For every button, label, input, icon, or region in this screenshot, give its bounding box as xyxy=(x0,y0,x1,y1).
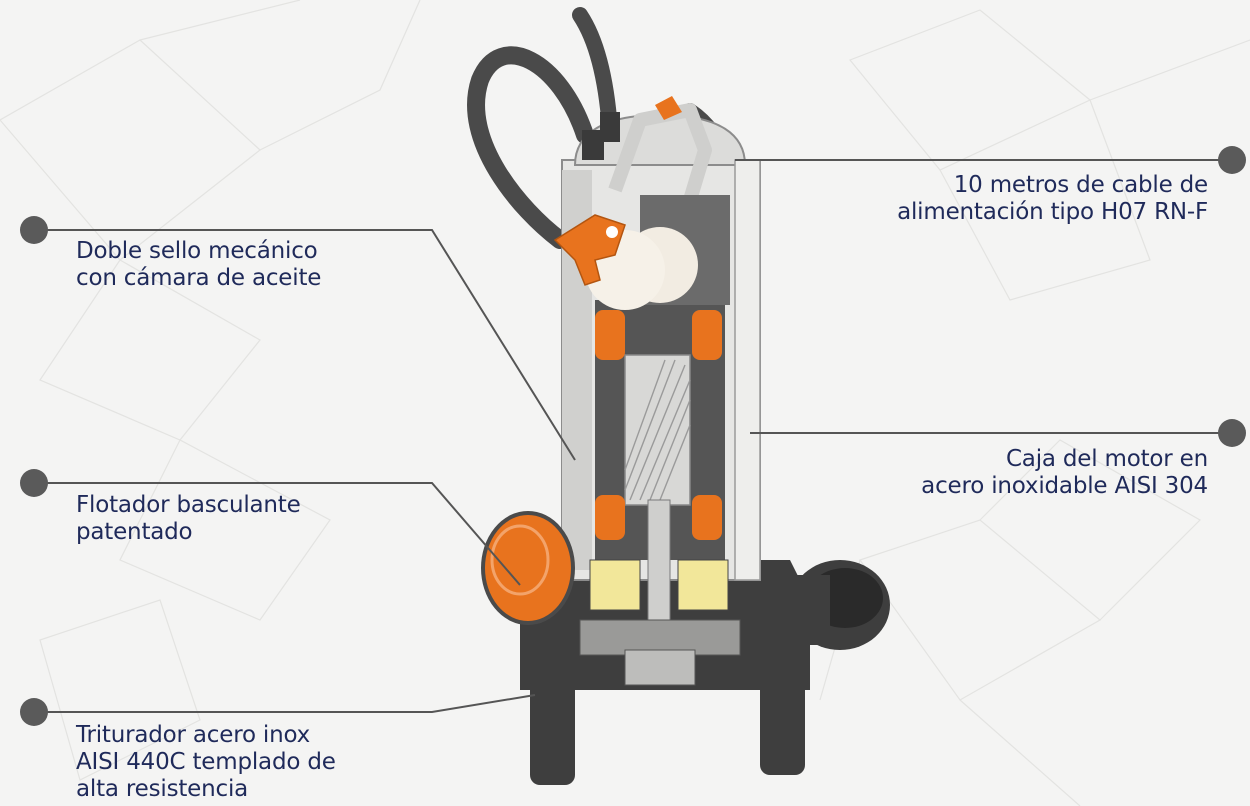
winding-bottom-right xyxy=(692,495,722,540)
callout-seal: Doble sello mecánico con cámara de aceit… xyxy=(76,238,321,292)
discharge-pipe xyxy=(735,160,760,580)
grinder-head xyxy=(625,650,695,685)
callout-cable-line2: alimentación tipo H07 RN-F xyxy=(897,199,1208,226)
cable-gland-2 xyxy=(600,112,620,142)
winding-top-right xyxy=(692,310,722,360)
oil-chamber-right xyxy=(678,560,728,610)
callout-cable: 10 metros de cable de alimentación tipo … xyxy=(897,172,1208,226)
bracket-pin xyxy=(606,226,618,238)
callout-grinder-line1: Triturador acero inox xyxy=(76,722,336,749)
callout-motor-case-line1: Caja del motor en xyxy=(921,446,1208,473)
winding-top-left xyxy=(595,310,625,360)
callout-grinder-line3: alta resistencia xyxy=(76,776,336,803)
callout-grinder-line2: AISI 440C templado de xyxy=(76,749,336,776)
oil-chamber-left xyxy=(590,560,640,610)
callout-seal-line2: con cámara de aceite xyxy=(76,265,321,292)
callout-float-line1: Flotador basculante xyxy=(76,492,301,519)
callout-seal-line1: Doble sello mecánico xyxy=(76,238,321,265)
callout-float: Flotador basculante patentado xyxy=(76,492,301,546)
winding-bottom-left xyxy=(595,495,625,540)
callout-motor-case-line2: acero inoxidable AISI 304 xyxy=(921,473,1208,500)
callout-grinder: Triturador acero inox AISI 440C templado… xyxy=(76,722,336,803)
float-switch xyxy=(483,513,573,623)
callout-cable-line1: 10 metros de cable de xyxy=(897,172,1208,199)
callout-float-line2: patentado xyxy=(76,519,301,546)
volute-neck xyxy=(770,575,830,645)
callout-motor-case: Caja del motor en acero inoxidable AISI … xyxy=(921,446,1208,500)
